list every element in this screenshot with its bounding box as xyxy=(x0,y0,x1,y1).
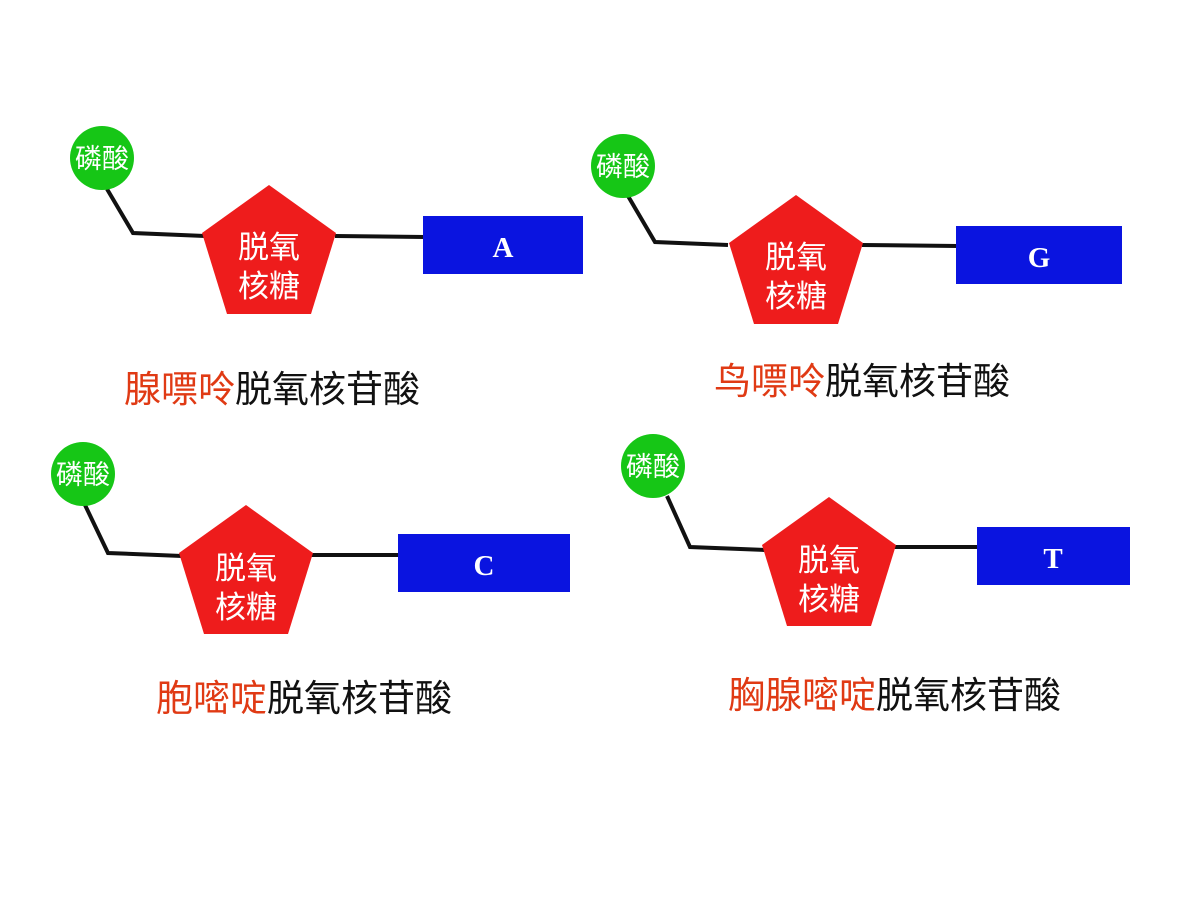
deoxyribose-label-line1: 脱氧 xyxy=(215,551,277,587)
deoxyribose-pentagon xyxy=(762,497,896,626)
phosphate-circle xyxy=(51,442,115,506)
phosphate-circle xyxy=(621,434,685,498)
phosphate-label: 磷酸 xyxy=(56,460,110,491)
phosphate-sugar-bond xyxy=(83,504,183,558)
nucleotide-suffix: 脱氧核苷酸 xyxy=(235,368,420,411)
base-name: 鸟嘌呤 xyxy=(714,360,825,403)
base-letter: T xyxy=(1043,543,1062,575)
deoxyribose-pentagon xyxy=(179,505,313,634)
nucleotide-guanine: 磷酸 脱氧 核糖 G 鸟嘌呤脱氧核苷酸 xyxy=(591,134,1122,403)
base-letter: G xyxy=(1028,242,1051,274)
base-name: 胸腺嘧啶 xyxy=(728,674,876,717)
nucleotide-cytosine: 磷酸 脱氧 核糖 C 胞嘧啶脱氧核苷酸 xyxy=(51,442,570,720)
phosphate-sugar-bond xyxy=(665,495,766,552)
deoxyribose-label-line2: 核糖 xyxy=(238,269,300,305)
phosphate-label: 磷酸 xyxy=(75,144,129,175)
nucleotide-suffix: 脱氧核苷酸 xyxy=(876,674,1061,717)
deoxyribose-label-line1: 脱氧 xyxy=(765,240,827,276)
sugar-base-bond xyxy=(334,234,426,239)
phosphate-sugar-bond xyxy=(626,194,729,247)
phosphate-circle xyxy=(70,126,134,190)
phosphate-sugar-bond xyxy=(105,187,206,238)
base-rect xyxy=(956,226,1122,284)
nucleotide-adenine: 磷酸 脱氧 核糖 A 腺嘌呤脱氧核苷酸 xyxy=(70,126,583,411)
deoxyribose-label-line1: 脱氧 xyxy=(798,543,860,579)
base-rect xyxy=(398,534,570,592)
base-name: 胞嘧啶 xyxy=(156,677,267,720)
phosphate-label: 磷酸 xyxy=(596,152,650,183)
sugar-base-bond xyxy=(861,243,959,248)
base-letter: C xyxy=(474,550,495,582)
base-rect xyxy=(423,216,583,274)
nucleotide-name: 鸟嘌呤脱氧核苷酸 xyxy=(714,360,1010,403)
nucleotide-thymine: 磷酸 脱氧 核糖 T 胸腺嘧啶脱氧核苷酸 xyxy=(621,434,1130,717)
deoxyribose-label-line2: 核糖 xyxy=(765,279,827,315)
nucleotide-name: 腺嘌呤脱氧核苷酸 xyxy=(124,368,420,411)
deoxyribose-pentagon xyxy=(202,185,336,314)
base-rect xyxy=(977,527,1130,585)
deoxyribose-label-line2: 核糖 xyxy=(215,590,277,626)
base-letter: A xyxy=(493,232,514,264)
deoxyribose-label-line1: 脱氧 xyxy=(238,230,300,266)
deoxyribose-pentagon xyxy=(729,195,863,324)
nucleotide-name: 胸腺嘧啶脱氧核苷酸 xyxy=(728,674,1061,717)
phosphate-circle xyxy=(591,134,655,198)
nucleotide-suffix: 脱氧核苷酸 xyxy=(825,360,1010,403)
nucleotide-suffix: 脱氧核苷酸 xyxy=(267,677,452,720)
phosphate-label: 磷酸 xyxy=(626,452,680,483)
nucleotide-name: 胞嘧啶脱氧核苷酸 xyxy=(156,677,452,720)
base-name: 腺嘌呤 xyxy=(124,368,235,411)
deoxyribose-label-line2: 核糖 xyxy=(798,582,860,618)
